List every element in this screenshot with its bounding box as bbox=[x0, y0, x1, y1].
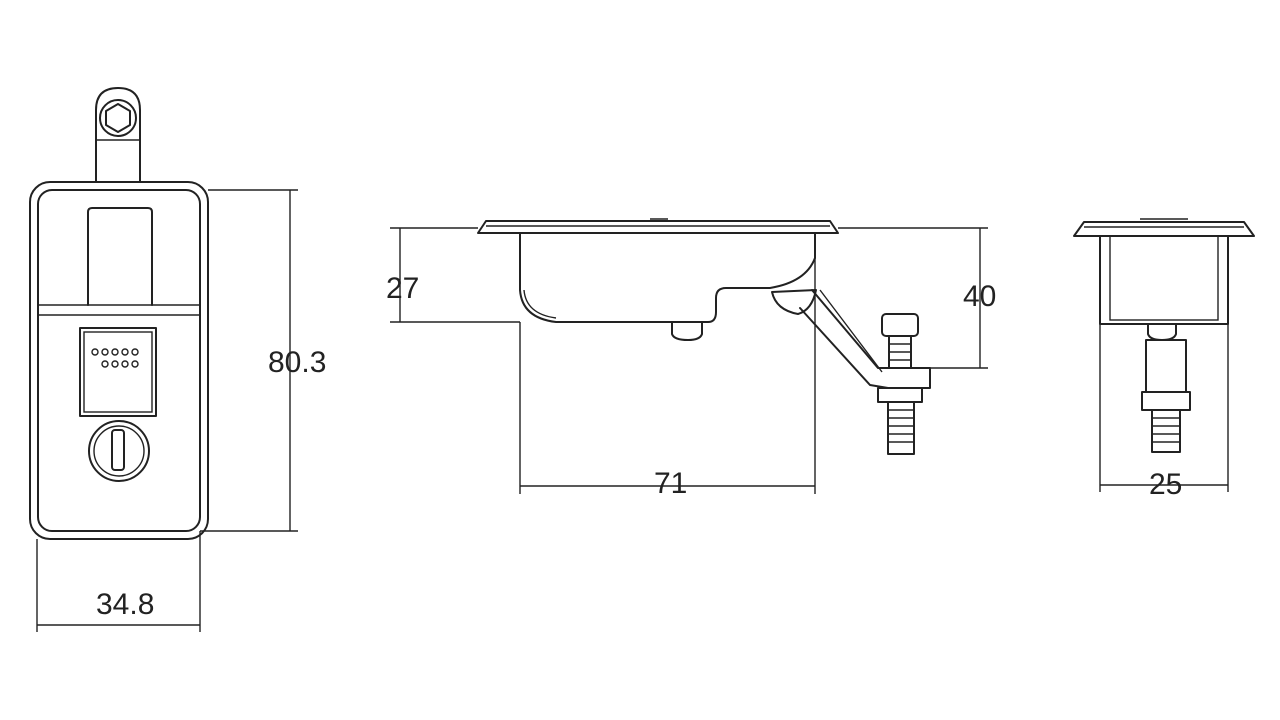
side-view bbox=[477, 218, 931, 455]
end-bolt bbox=[1141, 339, 1191, 453]
front-width-dimension: 34.8 bbox=[36, 531, 201, 632]
front-width-label: 34.8 bbox=[96, 588, 154, 621]
side-flange bbox=[477, 220, 839, 234]
side-depth-dimension: 27 bbox=[386, 227, 520, 323]
side-total-depth-dimension: 40 bbox=[838, 227, 996, 369]
front-view bbox=[29, 87, 209, 540]
front-body-inner bbox=[37, 189, 201, 532]
front-lock-cylinder bbox=[88, 420, 150, 482]
front-body-outer bbox=[29, 181, 209, 540]
side-length-label: 71 bbox=[654, 467, 687, 500]
front-height-label: 80.3 bbox=[268, 346, 326, 379]
end-view bbox=[1073, 218, 1255, 453]
front-button bbox=[79, 327, 157, 417]
front-handle-slot bbox=[87, 207, 153, 306]
side-total-depth-label: 40 bbox=[963, 280, 996, 313]
end-width-label: 25 bbox=[1149, 468, 1182, 501]
front-loop bbox=[95, 87, 141, 183]
end-body bbox=[1099, 235, 1229, 325]
end-flange bbox=[1073, 221, 1255, 237]
end-width-dimension: 25 bbox=[1099, 324, 1229, 501]
side-body bbox=[519, 232, 816, 323]
front-height-dimension: 80.3 bbox=[200, 189, 326, 532]
side-bolt bbox=[877, 313, 923, 455]
side-length-dimension: 71 bbox=[519, 258, 816, 500]
side-depth-label: 27 bbox=[386, 272, 419, 305]
side-linkage-arm bbox=[771, 289, 931, 389]
